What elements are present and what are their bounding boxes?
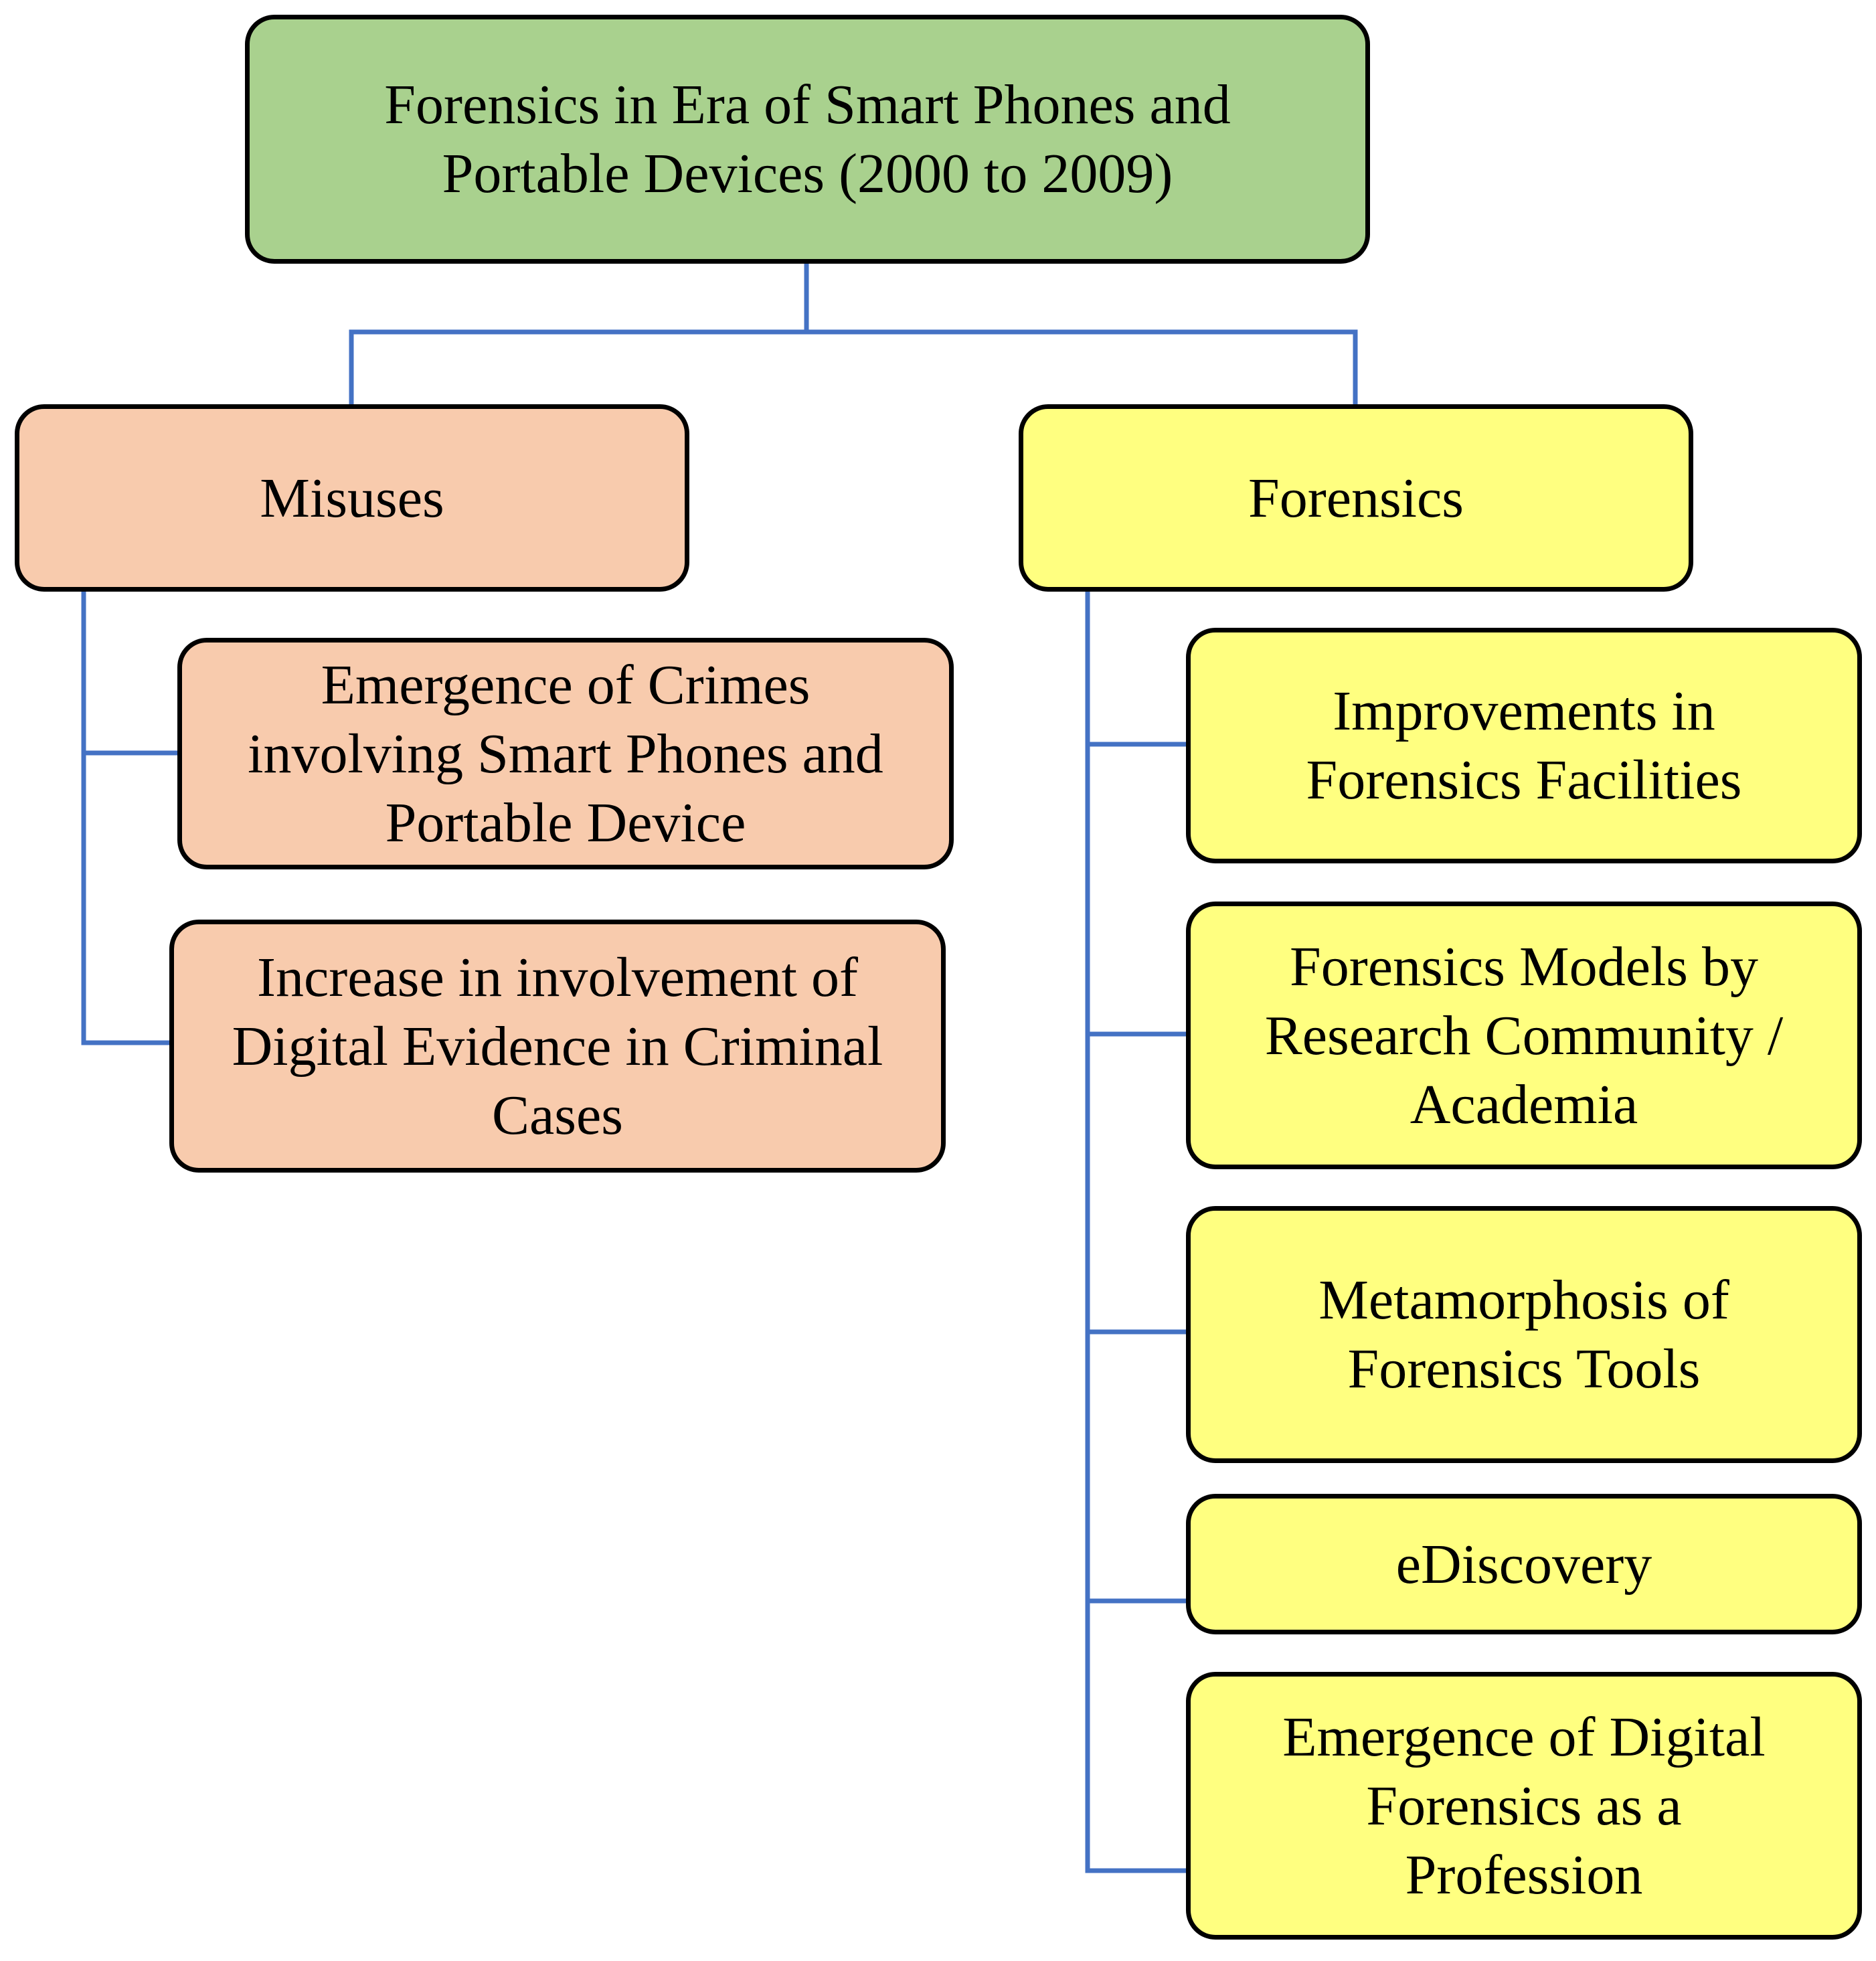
forensics-node: Forensics bbox=[1019, 404, 1693, 592]
connector-misuses-items bbox=[81, 589, 180, 1045]
misuses-item-digital-evidence: Increase in involvement of Digital Evide… bbox=[169, 920, 946, 1173]
forensics-item-label: Metamorphosis of Forensics Tools bbox=[1318, 1269, 1729, 1400]
forensics-item-profession: Emergence of Digital Forensics as a Prof… bbox=[1186, 1672, 1862, 1940]
forensics-item-label: Forensics Models by Research Community /… bbox=[1264, 935, 1784, 1136]
misuses-item-crimes: Emergence of Crimes involving Smart Phon… bbox=[177, 638, 954, 869]
forensics-node-label: Forensics bbox=[1248, 466, 1464, 529]
forensics-item-facilities: Improvements in Forensics Facilities bbox=[1186, 628, 1862, 863]
connector-root-to-branches bbox=[349, 261, 1358, 407]
forensics-item-label: eDiscovery bbox=[1395, 1533, 1652, 1596]
misuses-node-label: Misuses bbox=[260, 466, 444, 529]
forensics-item-ediscovery: eDiscovery bbox=[1186, 1494, 1862, 1634]
misuses-item-label: Emergence of Crimes involving Smart Phon… bbox=[248, 653, 883, 854]
root-node: Forensics in Era of Smart Phones and Por… bbox=[245, 15, 1370, 264]
forensics-item-models: Forensics Models by Research Community /… bbox=[1186, 902, 1862, 1169]
forensics-item-tools: Metamorphosis of Forensics Tools bbox=[1186, 1206, 1862, 1463]
connector-forensics-items bbox=[1085, 589, 1189, 1873]
misuses-item-label: Increase in involvement of Digital Evide… bbox=[232, 946, 883, 1146]
root-node-label: Forensics in Era of Smart Phones and Por… bbox=[384, 74, 1231, 205]
forensics-item-label: Improvements in Forensics Facilities bbox=[1306, 680, 1742, 811]
misuses-node: Misuses bbox=[15, 404, 689, 592]
forensics-item-label: Emergence of Digital Forensics as a Prof… bbox=[1282, 1705, 1766, 1906]
